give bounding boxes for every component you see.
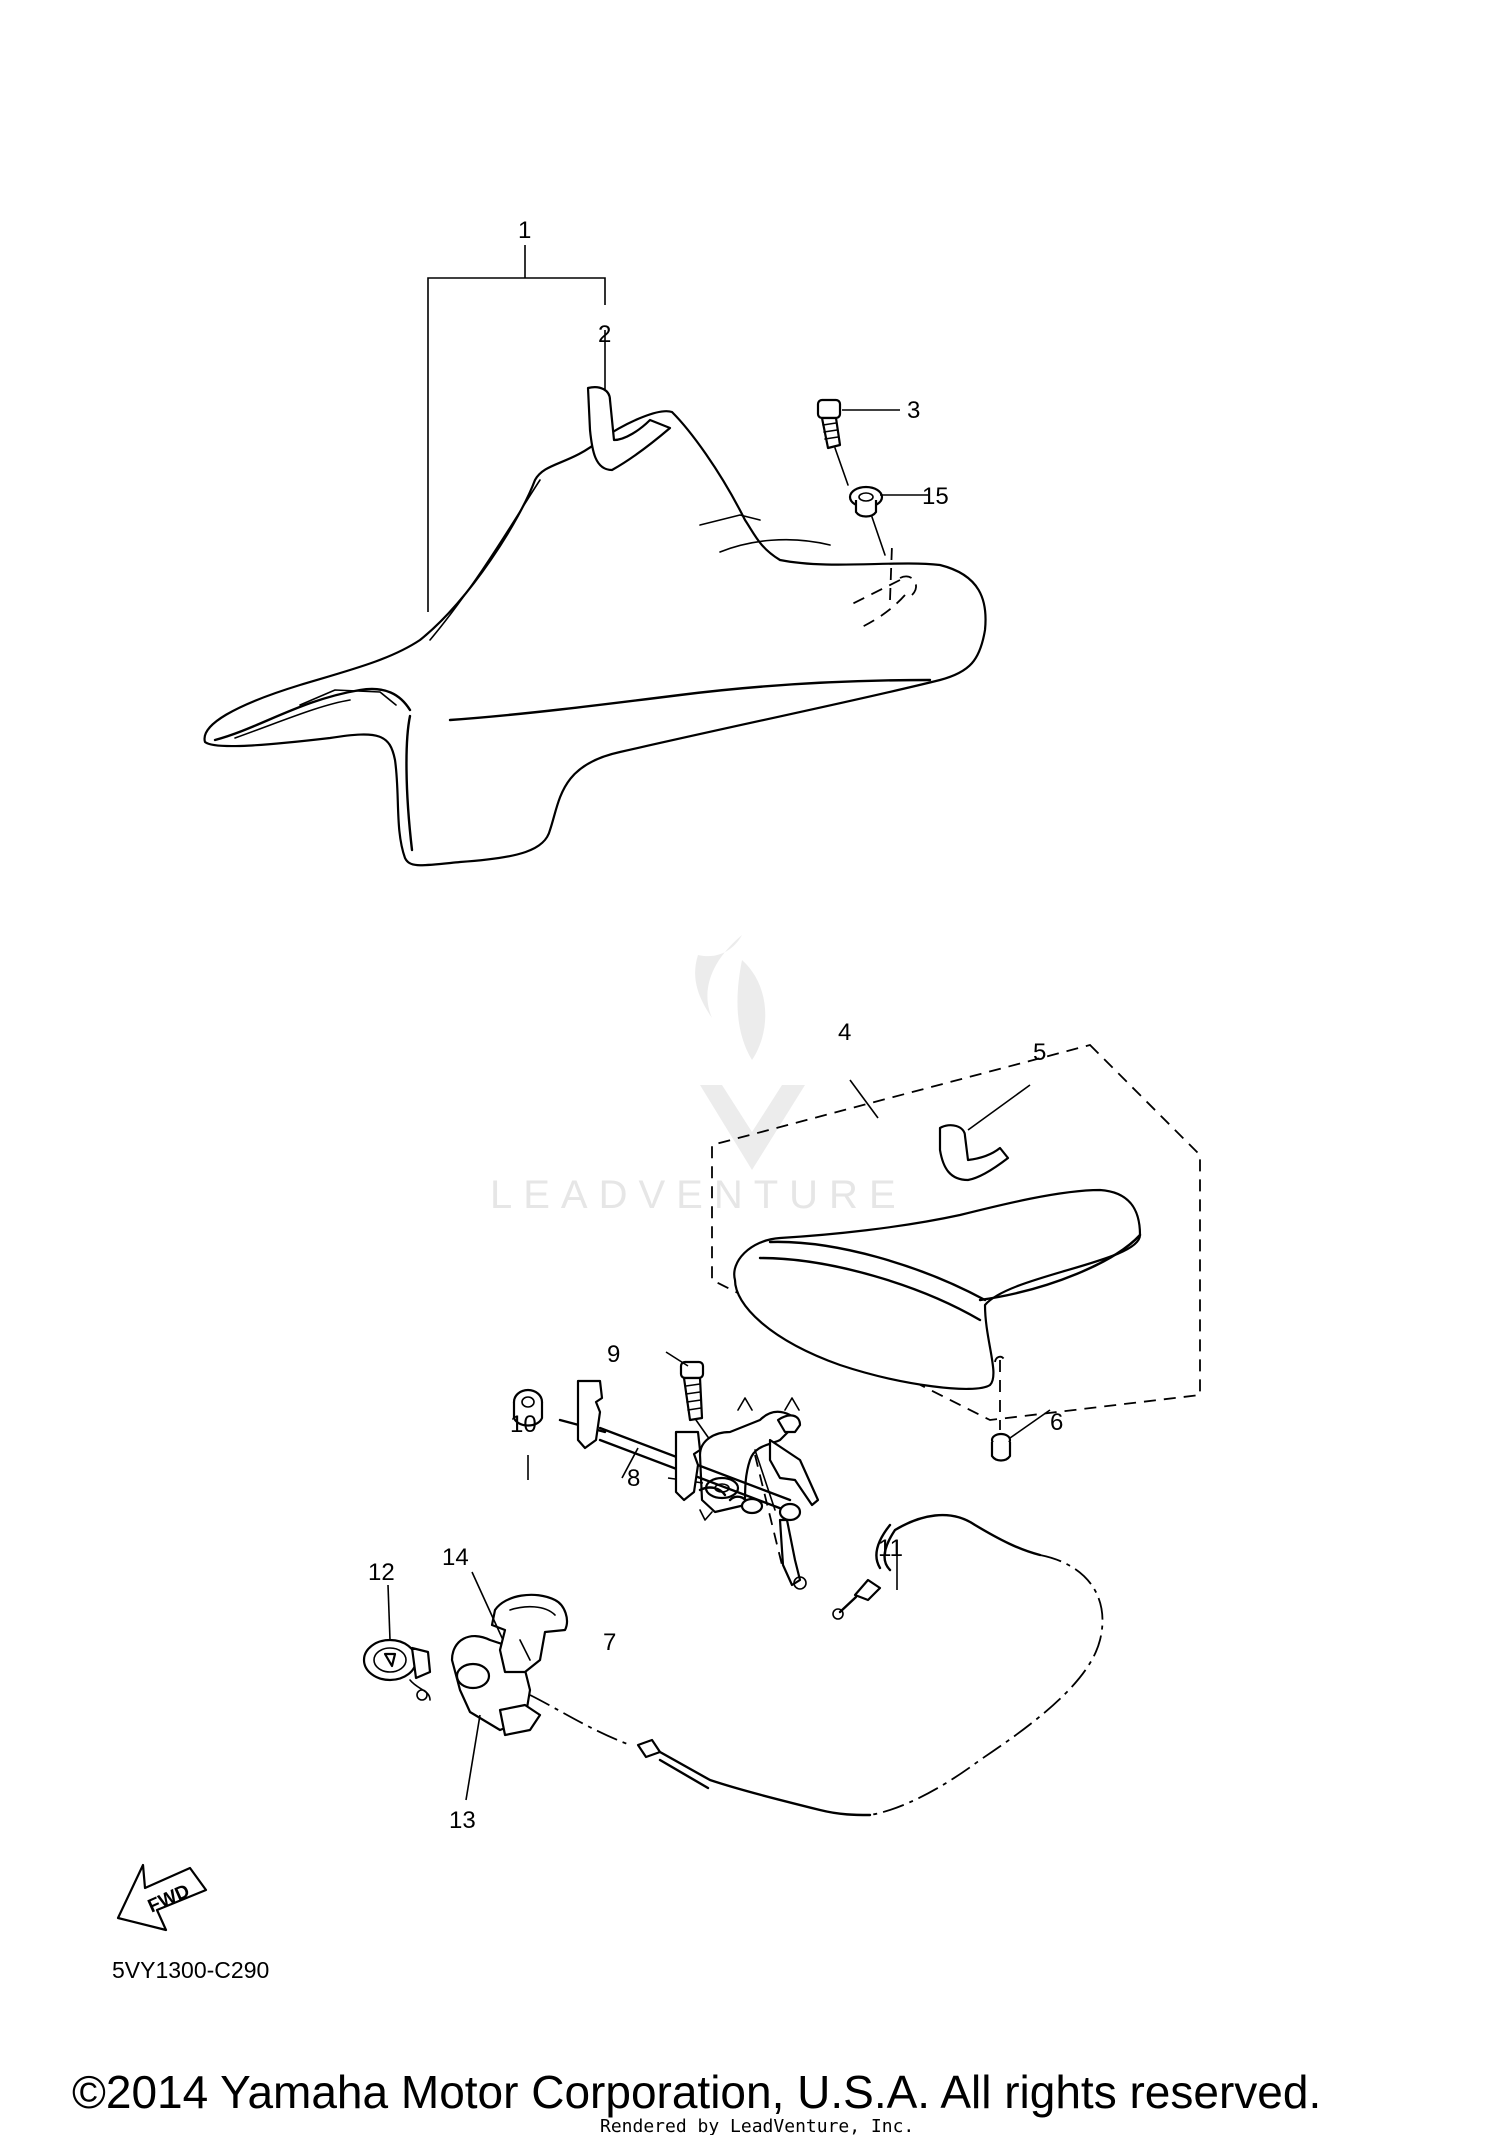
flame-logo-icon bbox=[695, 935, 805, 1170]
front-seat bbox=[203, 245, 987, 867]
lever-14 bbox=[490, 1593, 569, 1674]
bracket-8 bbox=[698, 1397, 820, 1514]
callout-1: 1 bbox=[518, 217, 531, 244]
callout-5: 5 bbox=[1033, 1039, 1046, 1066]
callout-4: 4 bbox=[838, 1019, 851, 1046]
bolt-3 bbox=[816, 398, 842, 450]
callout-10: 10 bbox=[510, 1411, 537, 1438]
callout-11: 11 bbox=[878, 1535, 903, 1562]
callout-3: 3 bbox=[907, 397, 920, 424]
callout-7: 7 bbox=[603, 1629, 616, 1656]
callout-13: 13 bbox=[449, 1807, 476, 1834]
copyright-notice: ©2014 Yamaha Motor Corporation, U.S.A. A… bbox=[72, 2066, 1321, 2118]
callout-9: 9 bbox=[607, 1341, 620, 1368]
callout-14: 14 bbox=[442, 1544, 469, 1571]
rendered-by-note: Rendered by LeadVenture, Inc. bbox=[600, 2116, 914, 2135]
leadventure-watermark: LEADVENTURE bbox=[490, 935, 907, 1217]
callout-8: 8 bbox=[627, 1465, 640, 1492]
callout-2: 2 bbox=[598, 321, 611, 348]
hook-6 bbox=[990, 1432, 1012, 1462]
lock-mechanism bbox=[362, 1351, 1104, 1817]
callout-15: 15 bbox=[922, 483, 949, 510]
watermark-text: LEADVENTURE bbox=[490, 1173, 907, 1217]
rear-seat bbox=[711, 1043, 1201, 1462]
diagram-code: 5VY1300-C290 bbox=[112, 1957, 269, 1983]
collar-10 bbox=[512, 1388, 544, 1427]
callout-6: 6 bbox=[1050, 1409, 1063, 1436]
bolt-9 bbox=[679, 1360, 705, 1422]
fwd-arrow-icon: FWD bbox=[116, 1863, 208, 1932]
lock-cylinder-12 bbox=[362, 1638, 432, 1701]
callout-12: 12 bbox=[368, 1559, 395, 1586]
grommet-15 bbox=[848, 485, 884, 518]
